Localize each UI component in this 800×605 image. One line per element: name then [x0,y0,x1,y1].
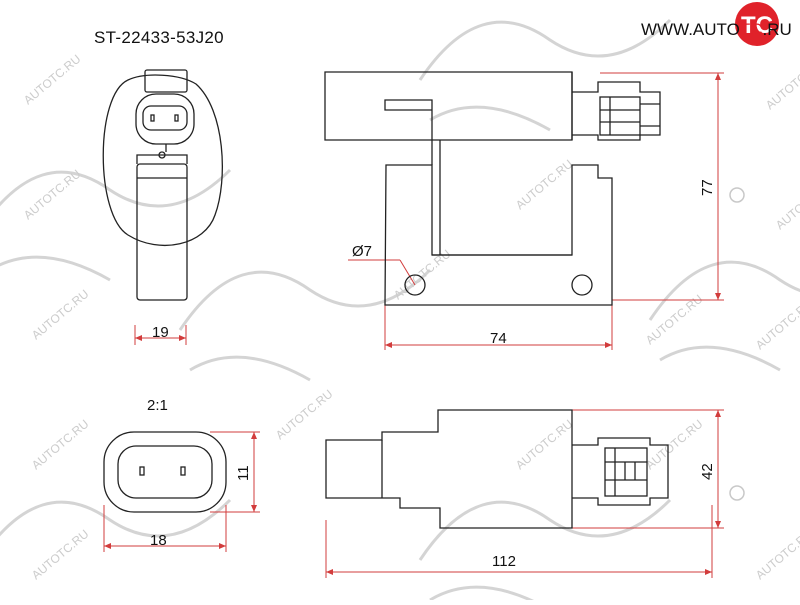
dim-scale: 2:1 [147,397,168,414]
coil-housing [384,164,613,306]
watermark-label: AUTOTC.RU [513,417,575,473]
watermark-label: AUTOTC.RU [29,527,91,583]
mount-hole [571,274,593,296]
logo-url-accent: TC [739,20,763,39]
side-connector-plug [599,96,641,136]
dim-mount-width: 74 [490,330,507,347]
logo-url-prefix: WWW.AUTO [641,20,740,39]
top-connector-plug [604,447,648,497]
connector-pin [174,114,179,122]
plug-pin [139,466,145,476]
watermark-label: AUTOTC.RU [773,177,800,233]
watermark-label: AUTOTC.RU [21,167,83,223]
coil-top-view [325,409,669,529]
plug-detail-view [103,431,227,513]
dimension-lines [103,72,724,578]
coil-body-outline [324,71,573,141]
registered-mark-icon [729,485,745,501]
part-number-title: ST-22433-53J20 [94,28,224,47]
registered-mark-icon [729,187,745,203]
watermark-label: AUTOTC.RU [273,387,335,443]
plug-outer [103,431,227,513]
dim-connector-width: 19 [152,324,169,341]
logo-tc-letters: TC [741,12,773,39]
dim-height: 77 [699,179,716,196]
dim-plug-width: 18 [150,532,167,549]
registered-marks [729,187,745,501]
connector-inner [142,105,188,131]
watermark-label: AUTOTC.RU [29,417,91,473]
dim-bottom-width: 112 [492,553,516,570]
logo-circle-icon [735,2,779,46]
connector-housing [144,69,188,93]
watermark-label: AUTOTC.RU [21,52,83,108]
mount-hole [404,274,426,296]
coil-tower [136,163,188,301]
top-connector [572,437,669,506]
watermark-label: AUTOTC.RU [513,157,575,213]
dim-bottom-height: 42 [699,463,716,480]
dim-hole-diameter: Ø7 [352,243,372,260]
watermark-label: AUTOTC.RU [29,287,91,343]
dim-plug-height: 11 [235,465,252,481]
dimension-arrows [104,73,721,575]
connector-pin [150,114,155,122]
watermark-label: AUTOTC.RU [753,297,800,353]
autotc-logo: TC [735,2,779,46]
watermark-label: AUTOTC.RU [753,527,800,583]
watermark-label: AUTOTC.RU [763,57,800,113]
connector-lip [135,93,195,145]
logo-url: WWW.AUTOTC.RU [641,20,792,39]
logo-url-text: WWW.AUTOTC.RU [641,20,792,40]
coil-side-view [324,71,661,306]
coil-boot-outline [102,74,223,247]
plug-inner [117,445,213,499]
plug-pin [180,466,186,476]
side-connector [572,81,661,141]
top-body-outline [325,409,573,529]
logo-url-suffix: .RU [762,20,792,39]
coil-end-view [102,69,223,301]
